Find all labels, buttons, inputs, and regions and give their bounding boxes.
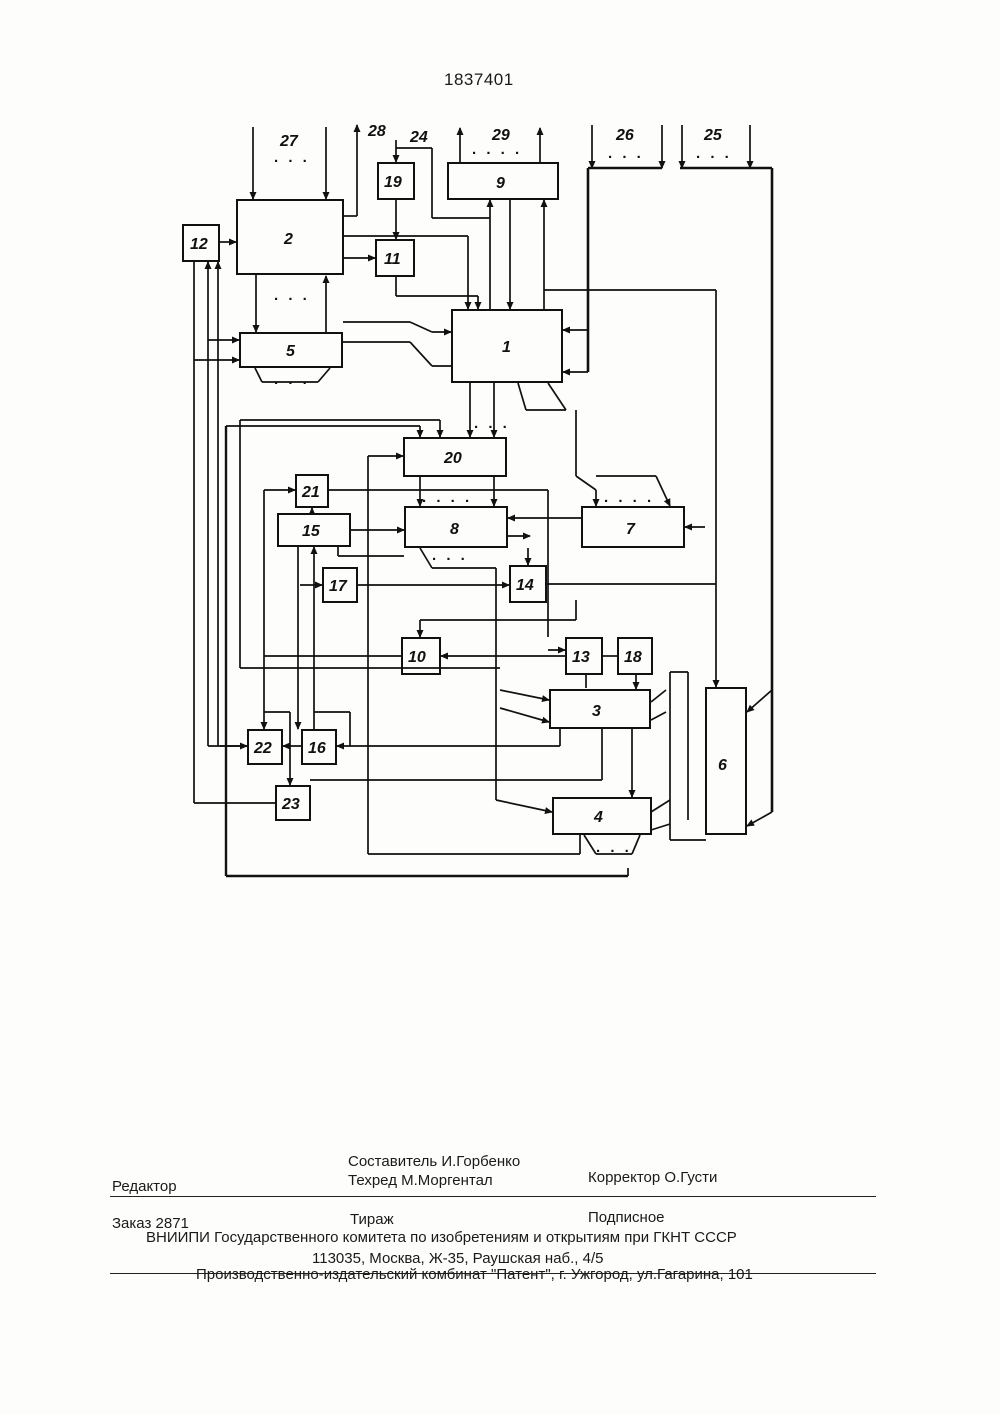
block-16-label: 16 [308,740,326,757]
corrector-credit: Корректор О.Густи [588,1169,717,1186]
block-19-label: 19 [384,174,402,191]
bus-dots: . . . . [604,489,654,506]
block-20-label: 20 [443,450,462,467]
editor-credit: Редактор [112,1178,177,1195]
bus-dots: . . . . [422,489,472,506]
block-6-label: 6 [718,757,727,774]
plant-line: Производственно-издательский комбинат "П… [196,1266,753,1283]
bus-29-label: 29 [491,127,510,144]
block-14-label: 14 [516,577,534,594]
block-10-label: 10 [408,649,426,666]
address-line: 113035, Москва, Ж-35, Раушская наб., 4/5 [312,1250,604,1267]
bus-dots: . . . [474,415,510,432]
bus-dots: . . . [274,287,310,304]
compiler-credit: Составитель И.Горбенко [348,1153,520,1170]
bus-dots: . . . [596,839,632,856]
block-diagram: . . . . . . . . . . . . . . . . . . . . … [0,0,1000,920]
block-13-label: 13 [572,649,590,666]
imprint-rule-top [110,1196,876,1197]
circulation: Тираж [350,1211,394,1228]
bus-dots: . . . [608,145,644,162]
block-15-label: 15 [302,523,321,540]
block-9-label: 9 [496,175,505,192]
block-7-label: 7 [626,521,636,538]
bus-dots: . . . [274,149,310,166]
block-23-label: 23 [281,796,300,813]
block-4-label: 4 [593,809,603,826]
block-22-label: 22 [253,740,272,757]
bus-dots: . . . [274,371,310,388]
vniipi-line: ВНИИПИ Государственного комитета по изоб… [146,1229,737,1246]
bus-27-label: 27 [279,133,299,150]
bus-26-label: 26 [615,127,634,144]
techred-credit: Техред М.Моргентал [348,1172,493,1189]
block-1-label: 1 [502,339,511,356]
block-3-label: 3 [592,703,601,720]
bus-dots: . . . [696,145,732,162]
block-12-label: 12 [190,236,208,253]
block-5-label: 5 [286,343,296,360]
block-17-label: 17 [329,578,348,595]
block-21-label: 21 [301,484,320,501]
subscription: Подписное [588,1209,665,1226]
block-8-label: 8 [450,521,459,538]
bus-25-label: 25 [703,127,723,144]
bus-28-label: 28 [367,123,386,140]
bus-24-label: 24 [409,129,428,146]
block-2-label: 2 [283,231,293,248]
block-18-label: 18 [624,649,642,666]
block-11-label: 11 [384,251,401,268]
bus-dots: . . . [432,547,468,564]
